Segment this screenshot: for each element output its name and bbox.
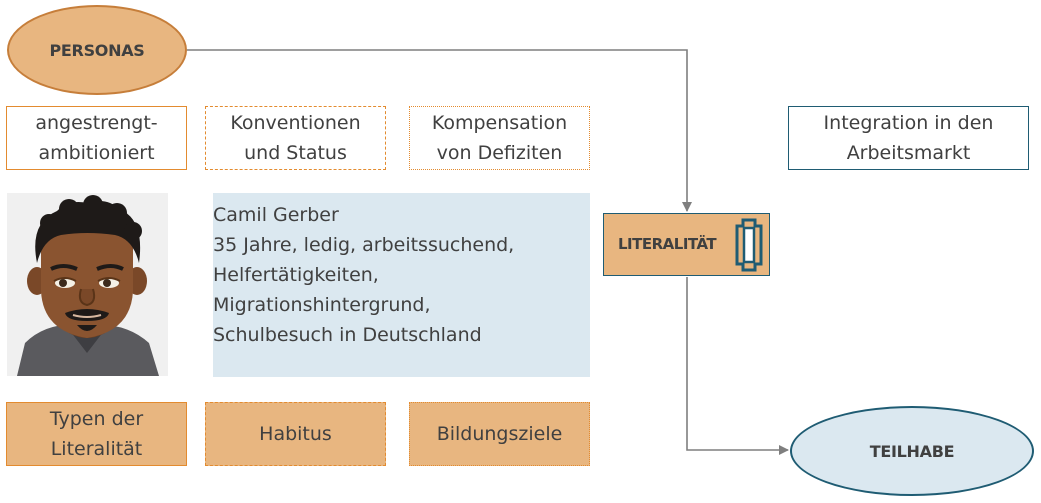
persona-info-box: Camil Gerber 35 Jahre, ledig, arbeitssuc… (213, 193, 590, 377)
personas-node: PERSONAS (7, 5, 187, 95)
arrow-literalitaet-to-teilhabe (686, 277, 789, 455)
avatar (7, 193, 168, 376)
arrow-personas-to-literalitaet (187, 49, 692, 212)
box-line: von Defiziten (436, 142, 563, 164)
box-typen-der-literalitaet: Typen der Literalität (6, 402, 187, 466)
box-integration-arbeitsmarkt: Integration in den Arbeitsmarkt (788, 106, 1029, 170)
literalitaet-node: LITERALITÄT (603, 213, 770, 276)
persona-name: Camil Gerber (213, 204, 339, 226)
box-bildungsziele: Bildungsziele (409, 402, 590, 466)
persona-detail: Migrationshintergrund, (213, 294, 431, 316)
box-kompensation-von-defiziten: Kompensation von Defiziten (409, 106, 590, 170)
box-habitus: Habitus (205, 402, 386, 466)
persona-detail: Schulbesuch in Deutschland (213, 324, 482, 346)
box-line: Konventionen (230, 112, 361, 134)
teilhabe-label: TEILHABE (869, 441, 955, 461)
box-line: angestrengt- (35, 112, 158, 134)
box-line: Bildungsziele (436, 423, 563, 445)
box-konventionen-und-status: Konventionen und Status (205, 106, 386, 170)
box-line: Habitus (259, 423, 332, 445)
box-line: Kompensation (431, 112, 568, 134)
persona-detail: 35 Jahre, ledig, arbeitssuchend, (213, 234, 515, 256)
box-line: Integration in den (823, 112, 994, 134)
box-line: ambitioniert (38, 142, 155, 164)
teilhabe-node: TEILHABE (790, 406, 1034, 496)
persona-detail: Helfertätigkeiten, (213, 264, 379, 286)
personas-label: PERSONAS (49, 40, 145, 60)
box-line: Literalität (50, 438, 143, 460)
box-line: Arbeitsmarkt (846, 142, 971, 164)
box-line: Typen der (49, 408, 144, 430)
literalitaet-label: LITERALITÄT (618, 235, 717, 253)
box-angestrengt-ambitioniert: angestrengt- ambitioniert (6, 106, 187, 170)
cartoon-man-avatar-icon (17, 195, 159, 376)
bracket-glyph-icon (735, 218, 763, 272)
box-line: und Status (244, 142, 347, 164)
